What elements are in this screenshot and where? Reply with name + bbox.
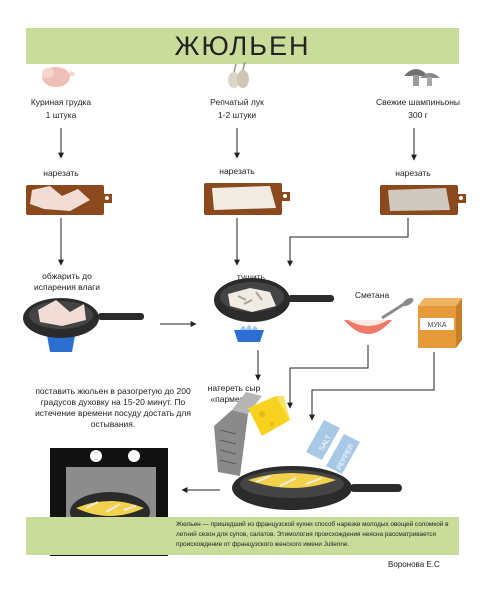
bowl-icon [344,320,392,334]
step-oven: поставить жюльен в разогретую до 200 гра… [35,386,191,429]
footer-description: Жюльен — пришедший из французской кухни … [176,521,449,548]
ingredient-chicken-name: Куриная грудка [30,97,92,107]
flour-box-icon: МУКА [418,298,462,348]
step-cut-onion: нарезать [219,166,255,176]
ingredient-onion-qty: 1-2 штуки [217,110,257,120]
spoon-icon [381,298,414,320]
cutting-board-icon [26,185,112,215]
title-band: ЖЮЛЬЕН [26,28,459,64]
ingredient-mushroom-qty: 300 г [408,110,428,120]
onion-icon [228,61,249,88]
step-cut-chicken: нарезать [43,168,79,178]
cutting-board-icon [204,183,290,215]
footer-band: Жюльен — пришедший из французской кухни … [26,517,459,555]
arrow-icon [287,218,409,267]
chicken-icon [42,67,75,87]
arrow-icon [309,352,435,421]
step-stew: тушить [236,272,266,282]
frying-pan-icon [23,298,144,352]
ingredient-onion-name: Репчатый лук [210,97,264,107]
flour-label: МУКА [427,322,446,329]
frying-pan-icon [214,278,334,342]
frying-pan-icon [232,466,402,510]
grater-icon [214,392,262,476]
ingredient-chicken-qty: 1 штука [45,110,77,120]
cutting-board-icon [380,185,466,215]
mushroom-icon [404,69,440,86]
cheese-icon [248,396,290,436]
step-fry: обжарить до испарения влаги [33,271,101,292]
step-cut-mushroom: нарезать [395,168,431,178]
ingredient-mushroom-name: Свежие шампиньоны [375,97,461,107]
page-title: ЖЮЛЬЕН [174,31,311,61]
author-credit: Воронова Е.С [388,560,440,569]
step-grate-cheese: натереть сыр «пармезан» [207,383,261,404]
arrow-icon [287,345,369,409]
sour-cream-label: Сметана [354,290,390,300]
